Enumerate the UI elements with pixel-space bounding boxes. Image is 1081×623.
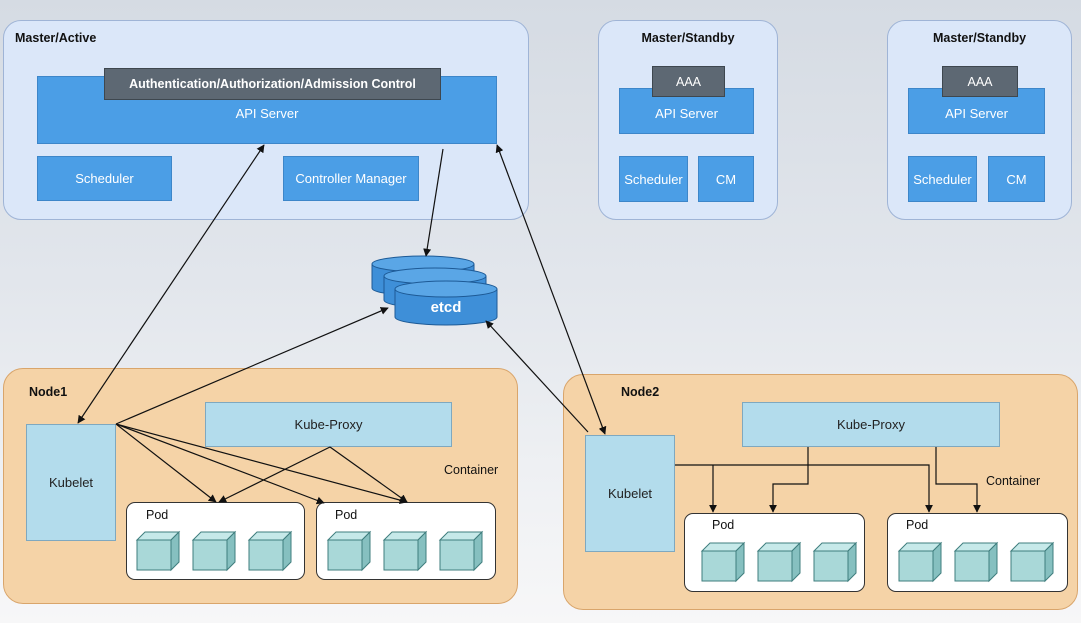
- arrow-node1-kubelet-pod2: [115, 423, 325, 505]
- standby-1-scheduler-box: Scheduler: [619, 156, 688, 202]
- arrow-node2-proxy-pod2: [935, 447, 981, 513]
- container-cubes: [135, 530, 1055, 583]
- controller-manager-box: Controller Manager: [283, 156, 419, 201]
- arrow-node1-proxy-pod2: [329, 446, 408, 503]
- arrow-api-to-etcd: [423, 148, 444, 257]
- arrow-node1-kubelet-to-etcd: [115, 307, 389, 425]
- standby-2-api-server-label: API Server: [945, 105, 1008, 121]
- container-cube-icon: [135, 530, 181, 572]
- container-cube-icon: [1009, 541, 1055, 583]
- node1-container-label: Container: [444, 463, 499, 477]
- arrow-api-node2-kubelet: [495, 144, 607, 435]
- container-cube-icon: [438, 530, 484, 572]
- arrow-node2-proxy-pod1: [769, 447, 809, 513]
- node1-title: Node1: [29, 385, 68, 399]
- master-standby-2-title: Master/Standby: [932, 31, 1027, 45]
- arrow-node2-kubelet-to-etcd: [485, 320, 589, 433]
- container-cube-icon: [756, 541, 802, 583]
- standby-2-scheduler-box: Scheduler: [908, 156, 977, 202]
- node2-title: Node2: [621, 385, 660, 399]
- arrow-node1-kubelet-pod2b: [115, 423, 408, 504]
- node1-kubelet-box: Kubelet: [26, 424, 116, 541]
- arrow-node1-kubelet-pod1: [115, 423, 217, 503]
- standby-1-aaa-box: AAA: [652, 66, 725, 97]
- master-active-title: Master/Active: [15, 31, 97, 45]
- node2-pod-1-label: Pod: [712, 518, 735, 532]
- arrow-api-node1-kubelet: [77, 144, 265, 424]
- container-cube-icon: [382, 530, 428, 572]
- container-cube-icon: [247, 530, 293, 572]
- etcd-database-icon: etcd: [371, 255, 498, 326]
- container-cube-icon: [326, 530, 372, 572]
- standby-2-cm-box: CM: [988, 156, 1045, 202]
- master-standby-1-title: Master/Standby: [641, 31, 735, 45]
- arrow-node1-proxy-pod1: [218, 446, 331, 503]
- container-cube-icon: [953, 541, 999, 583]
- node2-pod-2-label: Pod: [906, 518, 929, 532]
- container-cube-icon: [191, 530, 237, 572]
- api-server-label: API Server: [235, 105, 299, 121]
- standby-1-api-server-label: API Server: [655, 105, 718, 121]
- node2-container-label: Container: [986, 474, 1041, 488]
- standby-2-aaa-box: AAA: [942, 66, 1018, 97]
- arrow-node2-kubelet-pods: [675, 464, 933, 513]
- auth-control-box: Authentication/Authorization/Admission C…: [104, 68, 441, 100]
- node1-pod-1-label: Pod: [146, 508, 169, 522]
- node2-kube-proxy-box: Kube-Proxy: [742, 402, 1000, 447]
- node1-pod-2-label: Pod: [335, 508, 358, 522]
- etcd-label: etcd: [431, 299, 462, 316]
- container-cube-icon: [812, 541, 858, 583]
- node2-kubelet-box: Kubelet: [585, 435, 675, 552]
- container-cube-icon: [700, 541, 746, 583]
- container-cube-icon: [897, 541, 943, 583]
- etcd-cylinder-front: [394, 280, 498, 326]
- standby-1-cm-box: CM: [698, 156, 754, 202]
